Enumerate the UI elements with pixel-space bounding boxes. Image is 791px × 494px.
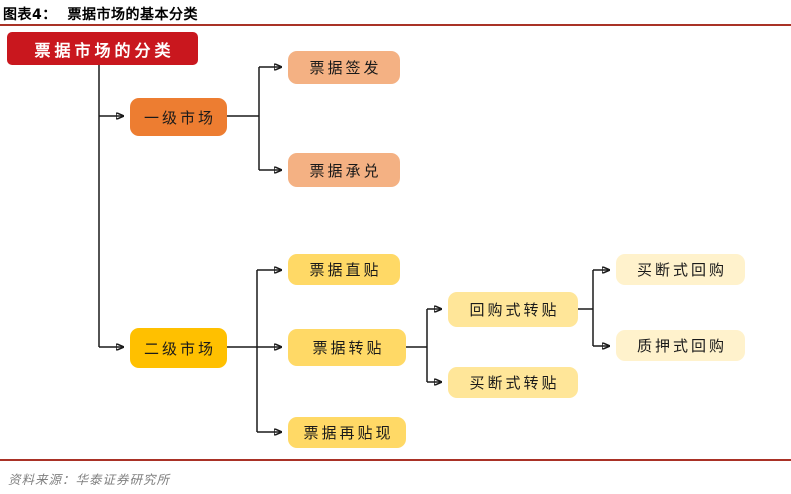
footer-divider-rule [0, 459, 791, 461]
node-pledged-repo: 质押式回购 [616, 330, 745, 361]
source-text: 资料来源：华泰证券研究所 [8, 472, 171, 487]
node-primary-market: 一级市场 [130, 98, 227, 136]
chart-title: 图表4： 票据市场的基本分类 [3, 7, 198, 23]
node-outright-repo: 买断式回购 [616, 254, 745, 285]
node-bill-market-classification: 票据市场的分类 [7, 32, 198, 65]
node-repo-style-transfer: 回购式转贴 [448, 292, 578, 327]
title-divider-rule [0, 24, 791, 26]
node-secondary-market: 二级市场 [130, 328, 227, 368]
node-bill-acceptance: 票据承兑 [288, 153, 400, 187]
node-outright-transfer: 买断式转贴 [448, 367, 578, 398]
node-bill-issuance: 票据签发 [288, 51, 400, 84]
node-transfer-discount: 票据转贴 [288, 329, 406, 366]
node-rediscount: 票据再贴现 [288, 417, 406, 448]
node-direct-discount: 票据直贴 [288, 254, 400, 285]
